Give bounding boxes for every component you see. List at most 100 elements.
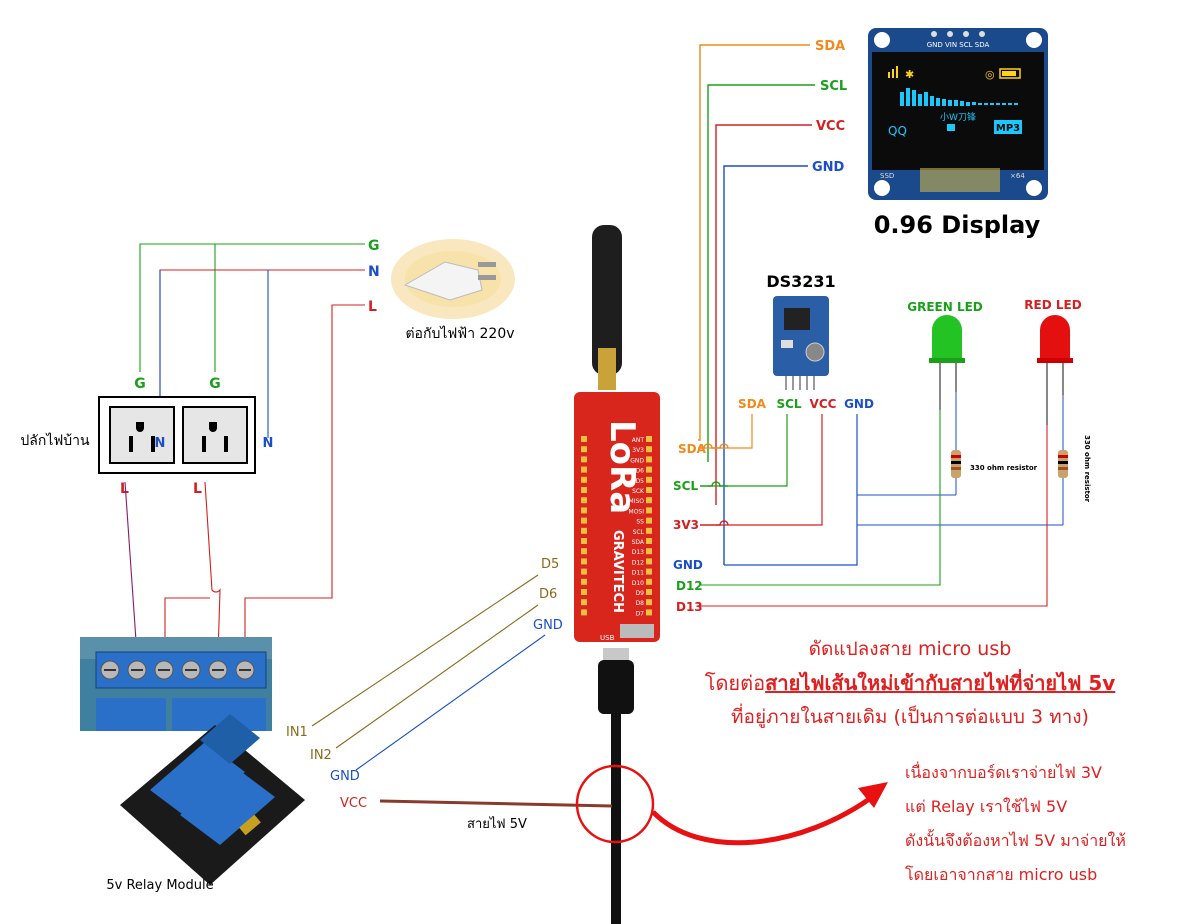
rtc-pin-gnd: GND [844, 397, 874, 411]
relay-input-vcc: VCC [340, 796, 367, 811]
svg-text:✱: ✱ [905, 68, 914, 81]
oled-wires [698, 44, 815, 565]
wire-crossovers [698, 443, 729, 526]
board-pin-d13: D13 [676, 600, 703, 614]
mains-wires [139, 243, 365, 650]
board-pin-label: D13 [632, 549, 644, 556]
mains-plug [391, 239, 515, 319]
green-led-label: GREEN LED [907, 300, 983, 314]
board-left-pad [581, 578, 587, 585]
green-led [929, 315, 965, 410]
rtc-module [773, 296, 829, 390]
rtc-title: DS3231 [766, 272, 835, 291]
board-pin-pad [646, 487, 652, 493]
board-pin-pad [646, 446, 652, 453]
side-note: เนื่องจากบอร์ดเราจ่ายไฟ 3V แต่ Relay เรา… [905, 756, 1126, 892]
board-left-pad [581, 446, 587, 453]
resistor-red-label: 330 ohm resistor [1083, 435, 1091, 503]
led-wires [700, 410, 1063, 607]
oled-status-icons: ✱ ◎ [888, 66, 1021, 81]
board-pin-label: D5 [636, 478, 645, 485]
board-pin-pad [646, 558, 652, 565]
resistor-red [1058, 395, 1068, 525]
board-usb-label: USB [600, 634, 615, 642]
rtc-pin-sda: SDA [738, 397, 767, 411]
red-led-label: RED LED [1024, 298, 1081, 312]
oled-pin-label: GND VIN SCL SDA [927, 41, 990, 49]
oled-wire-gnd: GND [812, 160, 845, 175]
board-left-pad [581, 609, 587, 616]
outlet-pin-g2: G [209, 376, 221, 392]
relay-wire-d5: D5 [541, 557, 559, 572]
board-left-pad [581, 476, 587, 483]
board-pin-pad [646, 578, 652, 585]
board-logo: LoRa [602, 420, 642, 514]
board-pin-label: D12 [632, 559, 644, 566]
house-outlet [98, 396, 256, 474]
board-pin-pad [646, 527, 652, 534]
oled-wire-sda: SDA [815, 39, 845, 54]
board-pin-label: D8 [636, 600, 645, 607]
board-pin-pad [646, 599, 652, 606]
board-pin-pad [646, 517, 652, 524]
outlet-label: ปลักไฟบ้าน [20, 432, 90, 449]
oled-display: GND VIN SCL SDA SSD ×64 ✱ ◎ [868, 28, 1048, 200]
board-pin-label: GND [630, 457, 644, 464]
splice-highlight [575, 764, 655, 844]
side-note-line: เนื่องจากบอร์ดเราจ่ายไฟ 3V [905, 763, 1102, 782]
board-pin-pad [646, 538, 652, 544]
outlet-pin-n-in: N [155, 436, 166, 451]
board-left-pad [581, 507, 587, 514]
board-pin-pad [646, 589, 652, 595]
oled-mp3-text: MP3 [996, 123, 1020, 134]
board-pin-pad [646, 476, 652, 483]
outlet-pin-g1: G [134, 376, 146, 392]
board-pin-pad [646, 609, 652, 616]
resistor-green [951, 392, 961, 495]
main-note-prefix: โดยต่อ [704, 671, 766, 695]
board-left-pad [581, 497, 587, 504]
relay-input-in2: IN2 [310, 748, 332, 763]
board-left-pad [581, 466, 587, 473]
note-arrow [651, 792, 877, 846]
board-left-pad [581, 527, 587, 534]
main-note-u2: สายไฟที่จ่ายไฟ 5v [949, 671, 1116, 695]
rtc-pin-vcc: VCC [810, 397, 837, 411]
board-pin-gnd: GND [673, 558, 703, 572]
lora-board: LoRa GRAVITECH USB ANT3V3GNDD6D5SCKMISOM… [574, 225, 660, 924]
outlet-pin-n-out: N [263, 436, 274, 451]
board-left-pad [581, 456, 587, 463]
board-pin-d12: D12 [676, 579, 703, 593]
board-left-pads [581, 436, 587, 616]
resistor-green-label: 330 ohm resistor [970, 464, 1038, 472]
board-pin-label: D9 [636, 590, 645, 597]
oled-wire-scl: SCL [820, 79, 847, 94]
rtc-pin-scl: SCL [776, 397, 801, 411]
board-pin-label: SDA [632, 539, 645, 546]
display-title: 0.96 Display [874, 211, 1041, 239]
mains-wire-g: G [368, 238, 380, 254]
board-right-pins: ANT3V3GNDD6D5SCKMISOMOSISSSCLSDAD13D12D1… [629, 436, 652, 617]
board-left-pad [581, 487, 587, 493]
side-note-line: โดยเอาจากสาย micro usb [905, 865, 1098, 884]
board-pin-label: D10 [632, 580, 644, 587]
board-pin-pad [646, 436, 652, 442]
plug-caption: ต่อกับไฟฟ้า 220v [405, 325, 514, 342]
main-note-line3: ที่อยู่ภายในสายเดิม (เป็นการต่อแบบ 3 ทาง… [731, 706, 1089, 728]
board-left-pad [581, 589, 587, 595]
board-brand: GRAVITECH [610, 530, 625, 613]
relay-signal-wires [311, 574, 546, 771]
oled-qq-text: QQ [888, 124, 907, 138]
main-note-line1: ดัดแปลงสาย micro usb [808, 638, 1012, 660]
power-wire-5v [379, 799, 613, 808]
relay-input-in1: IN1 [286, 725, 308, 740]
red-led [1037, 315, 1073, 425]
oled-center-text: 小W刀锋 [940, 111, 976, 123]
board-pin-label: D6 [636, 468, 645, 475]
outlet-pin-l2: L [193, 481, 202, 497]
board-left-pad [581, 558, 587, 565]
mains-wire-n: N [368, 264, 380, 280]
relay-input-gnd: GND [330, 769, 360, 784]
power-wire-label: สายไฟ 5V [467, 816, 527, 832]
